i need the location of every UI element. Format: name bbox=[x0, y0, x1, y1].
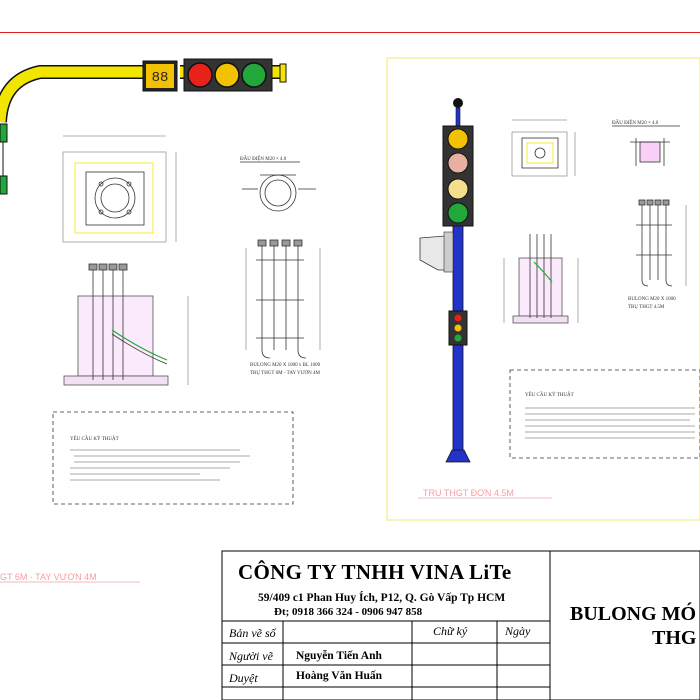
svg-text:TRỤ THGT 4.5M: TRỤ THGT 4.5M bbox=[628, 305, 665, 310]
date-label: Ngày bbox=[505, 624, 531, 638]
company-phone: Đt; 0918 366 324 - 0906 947 858 bbox=[274, 606, 423, 618]
drawer-label: Người vẽ bbox=[229, 649, 273, 663]
side-bracket bbox=[0, 123, 8, 195]
right-section-detail: ĐẦU ĐIỆN M20 × 4.0 bbox=[612, 120, 680, 166]
caption-left: GT 6M - TAY VƯƠN 4M bbox=[0, 572, 97, 582]
frame-top-line bbox=[0, 32, 700, 33]
title-block-grid bbox=[221, 550, 700, 700]
countdown-box: 88 bbox=[142, 60, 178, 92]
signature-label: Chữ ký bbox=[433, 624, 468, 638]
right-bolt-cage: BULONG M20 X 1000 TRỤ THGT 4.5M bbox=[628, 199, 687, 310]
svg-text:TRỤ THGT 6M - TAY VƯƠN 4M: TRỤ THGT 6M - TAY VƯƠN 4M bbox=[250, 371, 321, 376]
left-bolt-cage: BULONG M20 X 1000 x BL 1000 TRỤ THGT 6M … bbox=[245, 239, 321, 376]
company-name: CÔNG TY TNHH VINA LiTe bbox=[238, 560, 512, 584]
approver-name: Hoàng Văn Huấn bbox=[296, 670, 383, 682]
right-frame-border bbox=[386, 57, 700, 521]
drawing-title-line-2: THG bbox=[652, 627, 697, 649]
caption-right: TRU THGT ĐƠN 4.5M bbox=[423, 488, 514, 498]
svg-text:YÊU CẦU KỸ THUẬT: YÊU CẦU KỸ THUẬT bbox=[70, 436, 119, 442]
svg-text:ĐẦU ĐIỆN M20 × 4.0: ĐẦU ĐIỆN M20 × 4.0 bbox=[240, 156, 287, 162]
right-notes-box: YÊU CẦU KỸ THUẬT bbox=[509, 369, 700, 459]
single-pole bbox=[419, 98, 474, 463]
company-address: 59/409 c1 Phan Huy Ích, P12, Q. Gò Vấp T… bbox=[258, 592, 506, 604]
drawing-title-line-1: BULONG MÓ bbox=[570, 603, 697, 625]
left-notes-box: YÊU CẦU KỸ THUẬT bbox=[52, 411, 294, 505]
left-section-detail: ĐẦU ĐIỆN M20 × 4.0 bbox=[240, 156, 316, 212]
right-foundation bbox=[503, 234, 579, 324]
drawer-name: Nguyễn Tiến Anh bbox=[296, 650, 382, 662]
approved-label: Duyệt bbox=[229, 671, 258, 685]
horizontal-signal-head bbox=[183, 58, 273, 92]
left-plan-view bbox=[62, 135, 177, 243]
left-foundation bbox=[63, 263, 189, 386]
svg-text:YÊU CẦU KỸ THUẬT: YÊU CẦU KỸ THUẬT bbox=[525, 392, 574, 398]
countdown-digits: 88 bbox=[152, 70, 169, 86]
drawing-number-label: Bản vẽ số bbox=[229, 626, 276, 640]
right-plan-view bbox=[511, 119, 576, 177]
svg-text:BULONG M20 X 1000 x BL 1000: BULONG M20 X 1000 x BL 1000 bbox=[250, 363, 321, 368]
svg-text:BULONG M20 X 1000: BULONG M20 X 1000 bbox=[628, 297, 676, 302]
svg-text:ĐẦU ĐIỆN M20 × 4.0: ĐẦU ĐIỆN M20 × 4.0 bbox=[612, 120, 659, 126]
